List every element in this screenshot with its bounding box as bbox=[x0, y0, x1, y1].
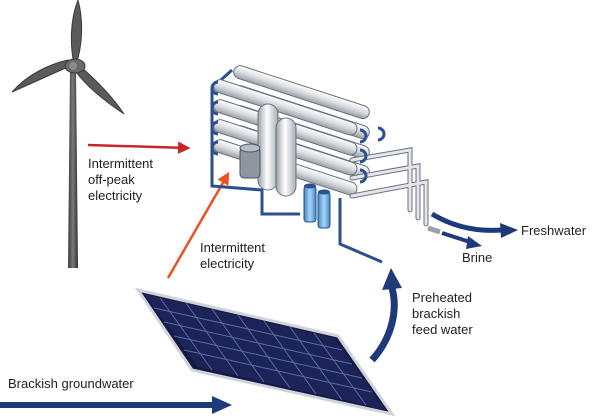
wind-electricity-label: Intermittent off-peak electricity bbox=[88, 156, 154, 203]
solar-electricity-label: Intermittent electricity bbox=[200, 240, 266, 271]
wind-electricity-arrow bbox=[87, 141, 191, 154]
brine-label: Brine bbox=[462, 250, 493, 265]
groundwater-arrow bbox=[0, 396, 232, 414]
freshwater-arrow bbox=[430, 211, 518, 238]
groundwater-label: Brackish groundwater bbox=[8, 376, 134, 391]
wind-turbine-icon bbox=[11, 0, 125, 268]
solar-electricity-arrow bbox=[166, 171, 230, 279]
brine-arrow bbox=[427, 225, 482, 249]
feed-water-arrow bbox=[369, 268, 402, 363]
freshwater-label: Freshwater bbox=[521, 223, 587, 238]
solar-panel-icon bbox=[134, 287, 396, 417]
feed-water-label: Preheated brackish feed water bbox=[412, 290, 473, 337]
desalination-unit-icon bbox=[210, 65, 429, 264]
